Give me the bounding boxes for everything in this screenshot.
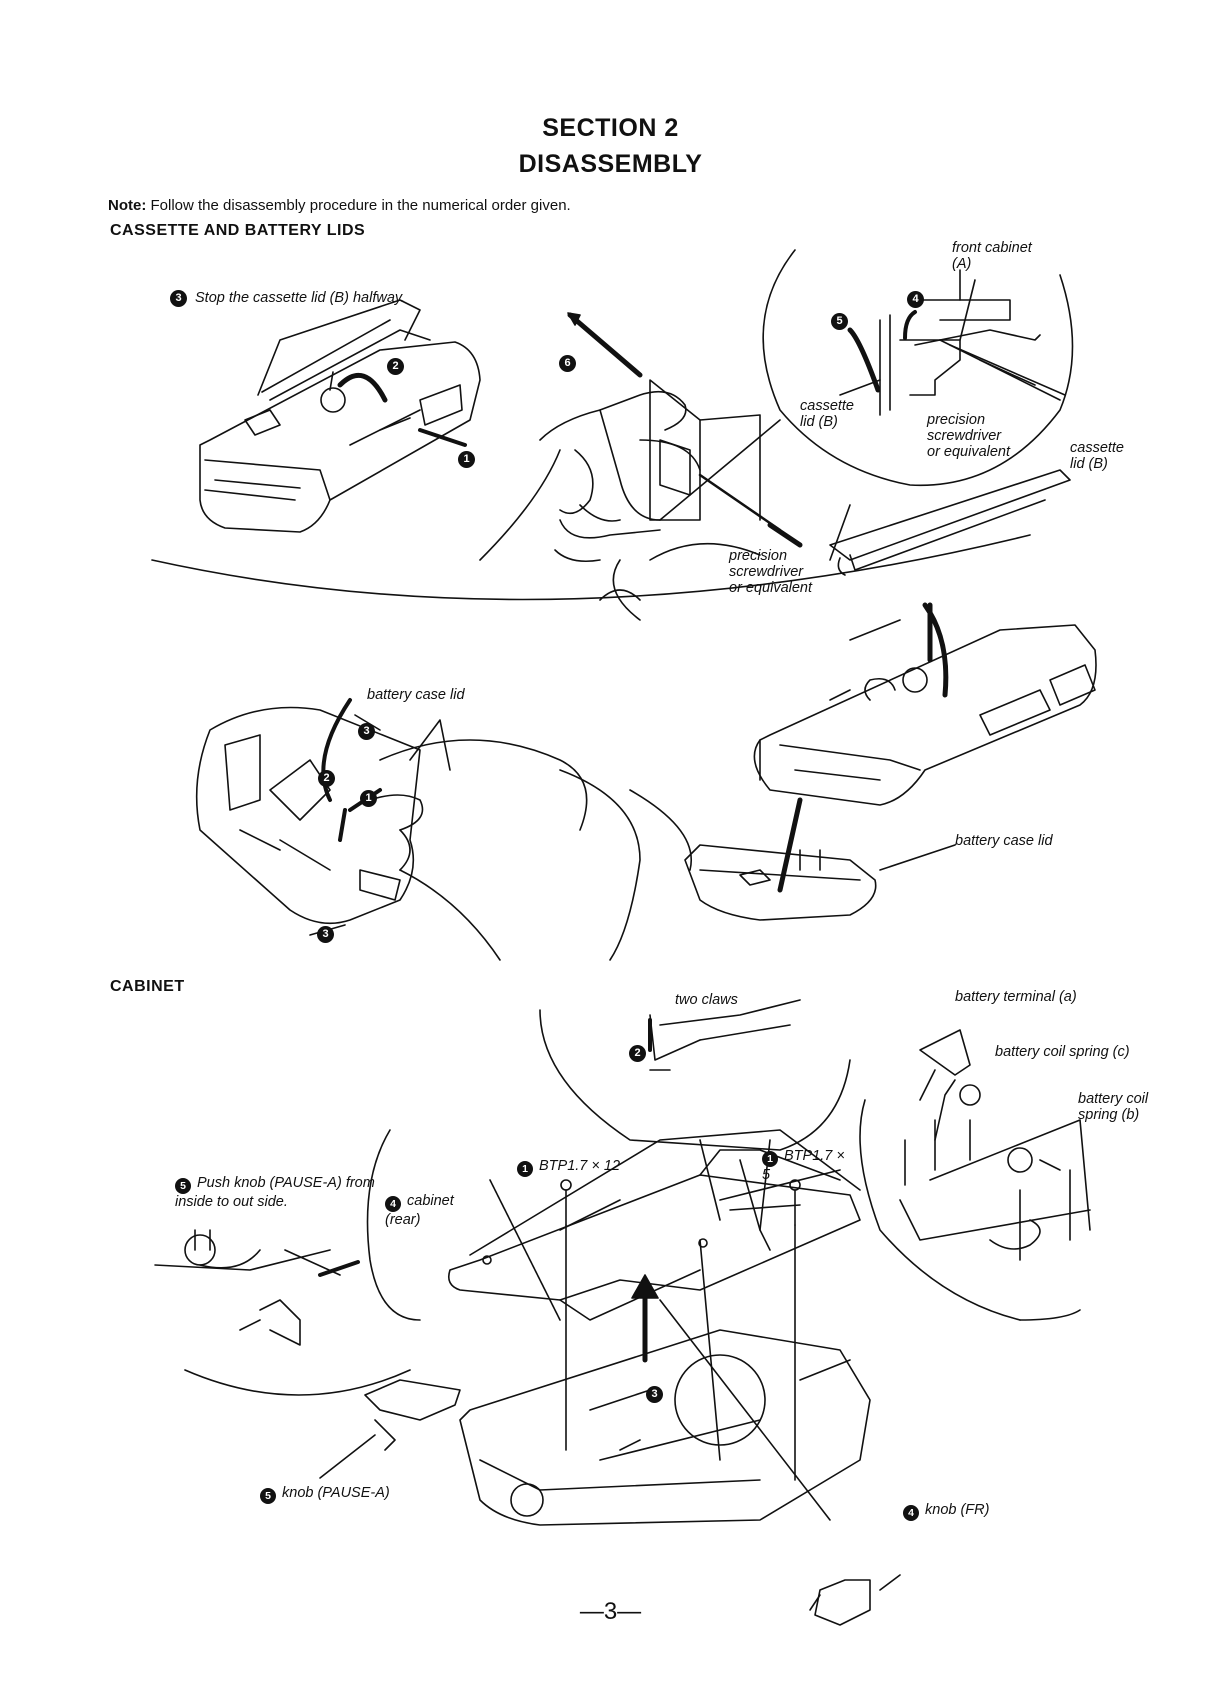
cab-step-1-marker: 1	[517, 1161, 533, 1177]
knob-fr-text: knob (FR)	[925, 1502, 990, 1518]
step-2-marker: 2	[387, 358, 404, 375]
cab-step-5-marker: 5	[175, 1178, 191, 1194]
step-3-marker: 3	[170, 290, 187, 307]
knob-fr-label: 4 knob (FR)	[903, 1502, 989, 1521]
screw-btp-12-text: BTP1.7 × 12	[539, 1158, 621, 1174]
battery-coil-spring-c-label: battery coil spring (c)	[995, 1044, 1130, 1060]
knob-pause-a-text: knob (PAUSE-A)	[282, 1485, 390, 1501]
note-label: Note:	[108, 197, 147, 214]
page-title: DISASSEMBLY	[518, 150, 703, 178]
front-cabinet-label: front cabinet (A)	[952, 240, 1032, 272]
note-text: Follow the disassembly procedure in the …	[150, 197, 571, 214]
battery-case-lid-label-top: battery case lid	[367, 687, 465, 703]
cabinet-subheading: CABINET	[110, 978, 185, 995]
knob-pause-a-label: 5 knob (PAUSE-A)	[260, 1485, 390, 1504]
push-knob-text: Push knob (PAUSE-A) from inside to out s…	[175, 1175, 375, 1210]
precision-screwdriver-inset-label: precision screwdriver or equivalent	[927, 412, 1011, 460]
step-1-marker: 1	[458, 451, 475, 468]
battery-terminal-label: battery terminal (a)	[955, 989, 1077, 1005]
battery-step-2-marker: 2	[318, 770, 335, 787]
step-6-marker: 6	[559, 355, 576, 372]
page-number: —3—	[579, 1598, 642, 1625]
battery-case-lid-label-right: battery case lid	[955, 833, 1053, 849]
cab-step-1b-marker: 1	[762, 1151, 778, 1167]
cab-step-4b-marker: 4	[903, 1505, 919, 1521]
cassette-player-top-left	[199, 299, 481, 533]
step-5-marker-inset: 5	[831, 313, 848, 330]
cab-step-2-marker: 2	[629, 1045, 646, 1062]
cab-step-4-marker: 4	[385, 1196, 401, 1212]
hand-with-lid	[479, 379, 803, 621]
battery-step-3-marker: 3	[358, 723, 375, 740]
battery-lid-hand	[195, 698, 641, 961]
step3-note: Stop the cassette lid (B) halfway.	[195, 290, 406, 306]
precision-screwdriver-label: precision screwdriver or equivalent	[729, 548, 813, 596]
cassette-lid-inset-label: cassette lid (B)	[800, 398, 854, 430]
inset-cabinet-detail	[879, 269, 1066, 416]
note-line: Note: Follow the disassembly procedure i…	[108, 197, 571, 214]
screw-btp-12-label: 1 BTP1.7 × 12	[517, 1158, 620, 1177]
step-4-marker-inset: 4	[907, 291, 924, 308]
battery-step-3b-marker: 3	[317, 926, 334, 943]
screw-btp-5-text: BTP1.7 × 5	[762, 1148, 845, 1183]
cassette-lid-right-label: cassette lid (B)	[1070, 440, 1124, 472]
battery-case-lid-bottom	[684, 844, 877, 921]
battery-step-1-marker: 1	[360, 790, 377, 807]
cab-step-5b-marker: 5	[260, 1488, 276, 1504]
cassette-player-right	[753, 469, 1097, 806]
cabinet-rear-text: cabinet (rear)	[385, 1193, 454, 1228]
section-heading: SECTION 2	[542, 114, 679, 142]
lids-subheading: CASSETTE AND BATTERY LIDS	[110, 222, 366, 239]
cab-step-3-marker: 3	[646, 1386, 663, 1403]
battery-coil-spring-b-label: battery coil spring (b)	[1078, 1091, 1149, 1123]
lower-chassis	[459, 1329, 871, 1526]
pause-knob-inset	[154, 1229, 341, 1346]
two-claws-label: two claws	[675, 992, 738, 1008]
